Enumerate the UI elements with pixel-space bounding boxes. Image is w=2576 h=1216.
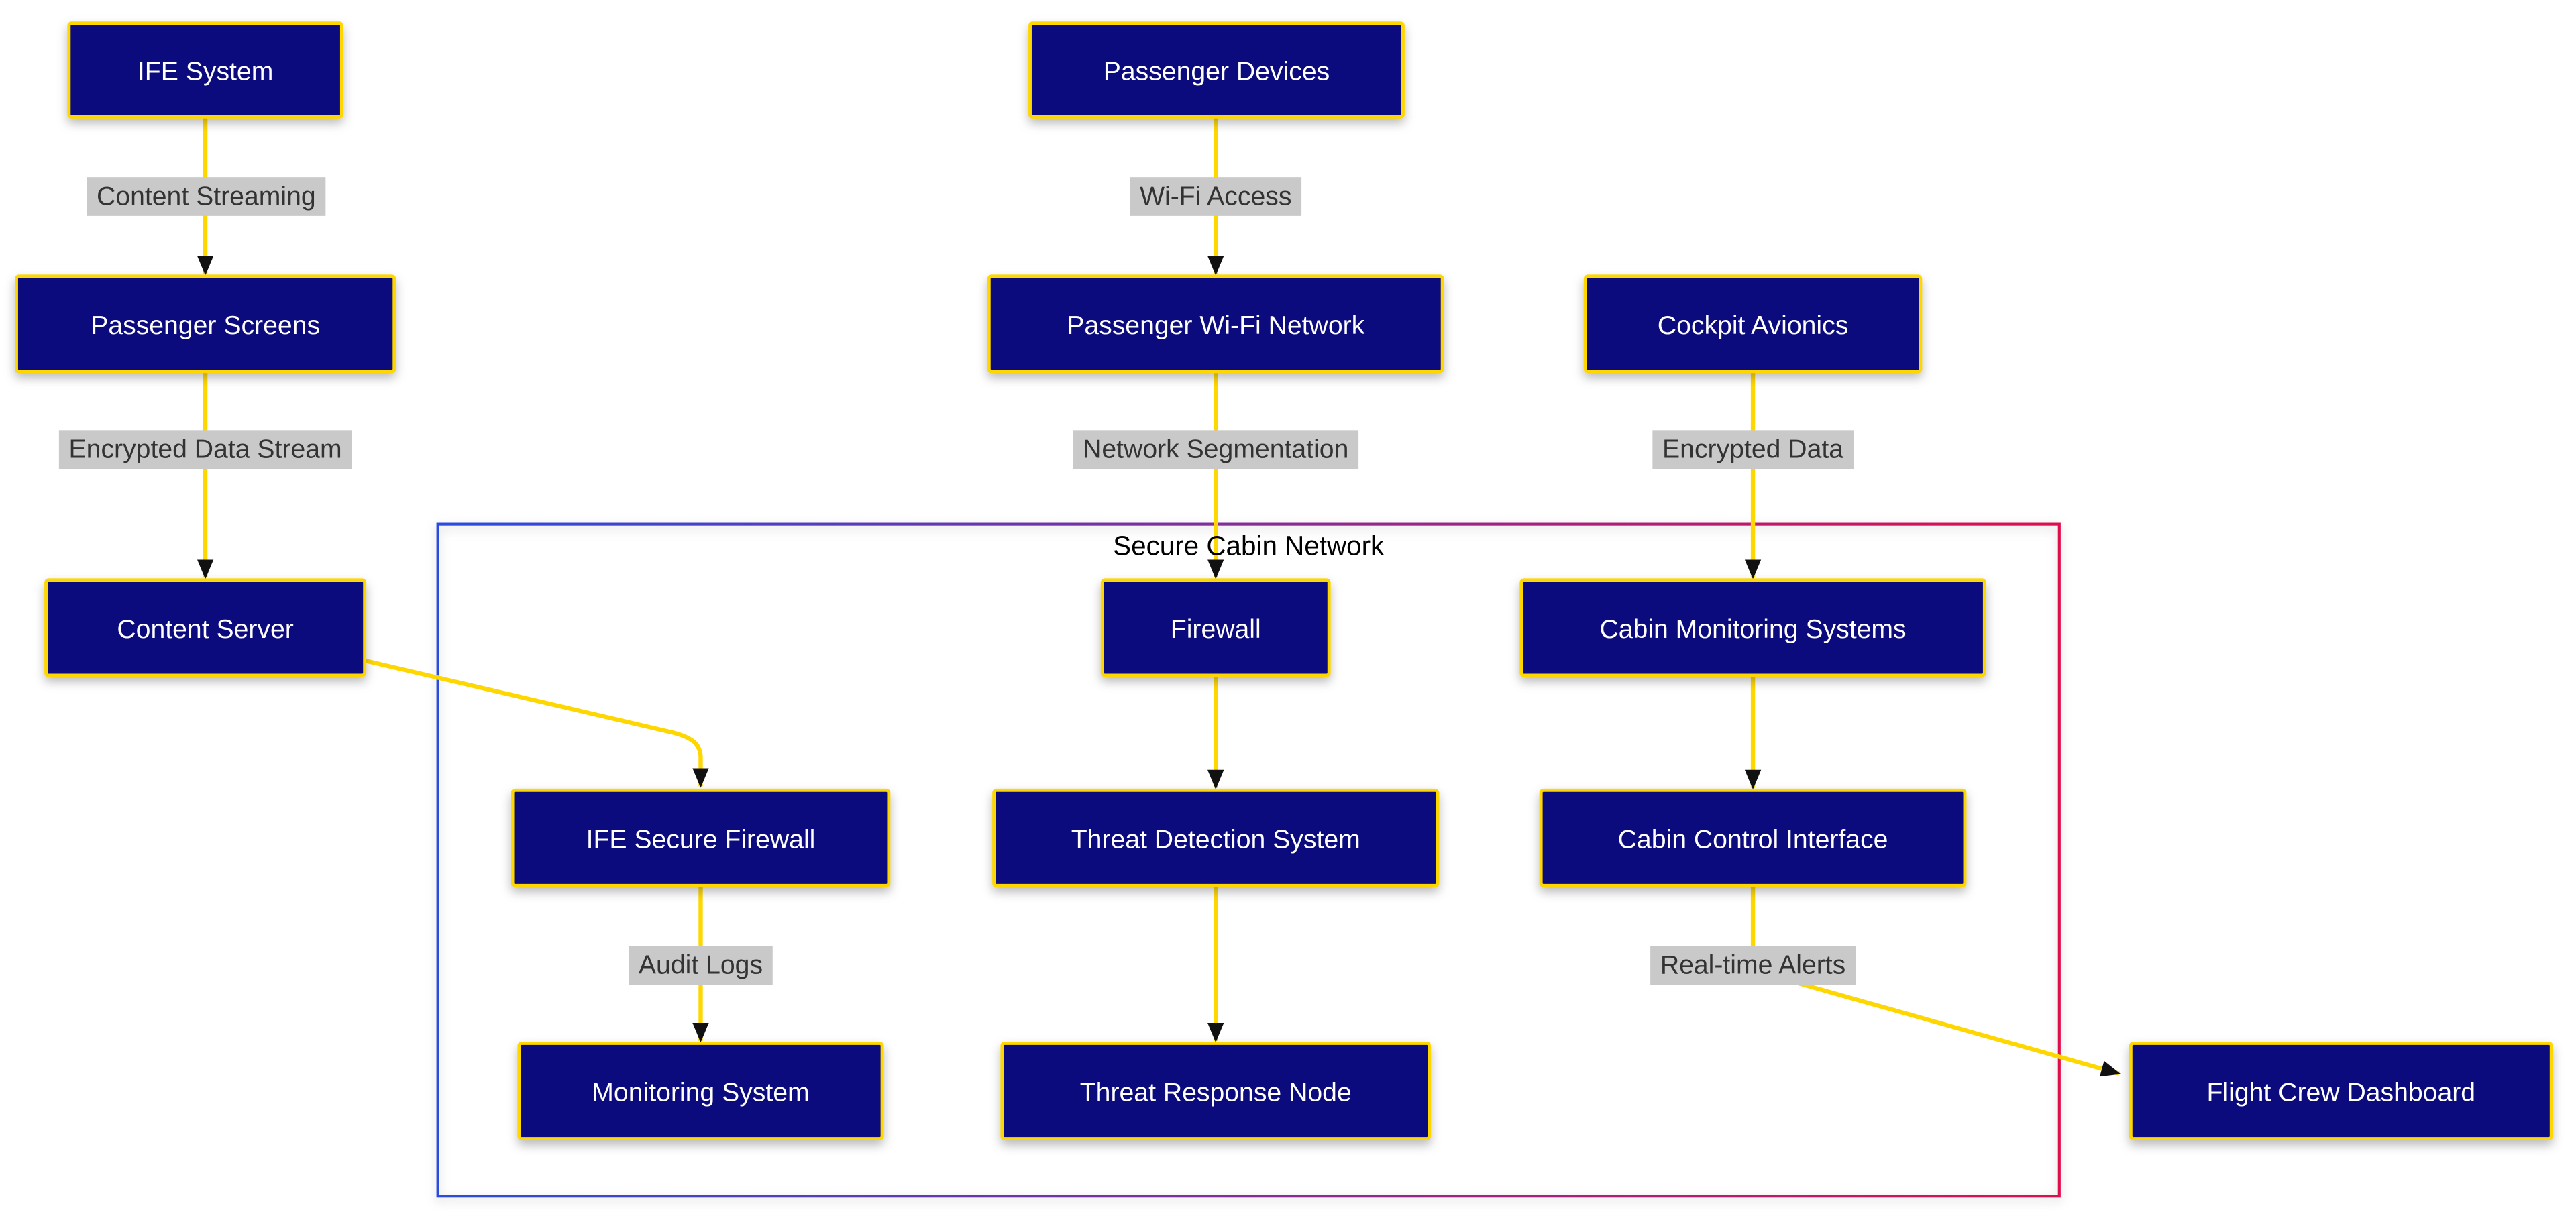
node-rect — [517, 1042, 884, 1140]
edge-label-bg — [1130, 177, 1302, 216]
node-passenger-screens: Passenger Screens — [15, 274, 396, 374]
node-flight-crew-dashboard: Flight Crew Dashboard — [2129, 1042, 2553, 1140]
node-rect — [2129, 1042, 2553, 1140]
node-rect — [67, 21, 343, 119]
node-threat-detection-system: Threat Detection System — [992, 788, 1440, 887]
node-passenger-devices: Passenger Devices — [1028, 21, 1405, 119]
node-label: Threat Response Node — [1080, 1078, 1352, 1107]
node-content-server: Content Server — [44, 578, 367, 677]
edge-label-text: Content Streaming — [97, 182, 316, 211]
node-label: Passenger Wi-Fi Network — [1067, 311, 1364, 340]
node-rect — [1539, 788, 1967, 887]
node-label: Passenger Devices — [1104, 57, 1330, 86]
edge-label-passenger-devices-to-passenger-wifi-network: Wi-Fi Access — [1130, 177, 1302, 216]
node-rect — [511, 788, 891, 887]
node-rect — [1000, 1042, 1432, 1140]
node-label: IFE Secure Firewall — [586, 825, 816, 854]
node-label: Firewall — [1171, 615, 1261, 644]
node-label: Monitoring System — [592, 1078, 809, 1107]
edge-label-ife-secure-firewall-to-monitoring-system: Audit Logs — [629, 946, 773, 985]
edge-label-bg — [58, 430, 352, 469]
node-rect — [1028, 21, 1405, 119]
edge-label-text: Network Segmentation — [1083, 435, 1348, 464]
node-label: Cockpit Avionics — [1658, 311, 1849, 340]
node-label: Content Server — [117, 615, 293, 644]
secure-cabin-network-cluster — [436, 522, 2061, 1198]
node-rect — [15, 274, 396, 374]
edge-label-passenger-wifi-network-to-firewall: Network Segmentation — [1073, 430, 1359, 469]
node-rect — [44, 578, 367, 677]
node-ife-system: IFE System — [67, 21, 343, 119]
edge-label-bg — [1650, 946, 1856, 985]
edge-label-ife-system-to-passenger-screens: Content Streaming — [87, 177, 326, 216]
edge-label-text: Real-time Alerts — [1660, 951, 1845, 980]
node-cabin-control-interface: Cabin Control Interface — [1539, 788, 1967, 887]
node-ife-secure-firewall: IFE Secure Firewall — [511, 788, 891, 887]
edge-label-cockpit-avionics-to-cabin-monitoring-systems: Encrypted Data — [1652, 430, 1854, 469]
edge-label-bg — [87, 177, 326, 216]
node-firewall: Firewall — [1100, 578, 1331, 677]
node-rect — [992, 788, 1440, 887]
node-passenger-wifi-network: Passenger Wi-Fi Network — [987, 274, 1444, 374]
node-label: Flight Crew Dashboard — [2206, 1078, 2475, 1107]
edge-label-bg — [1073, 430, 1359, 469]
edge-label-bg — [629, 946, 773, 985]
edge-label-passenger-screens-to-content-server: Encrypted Data Stream — [58, 430, 352, 469]
edge-label-cabin-control-interface-to-flight-crew-dashboard: Real-time Alerts — [1650, 946, 1856, 985]
node-label: Cabin Control Interface — [1618, 825, 1888, 854]
node-cockpit-avionics: Cockpit Avionics — [1583, 274, 1923, 374]
cluster-title: Secure Cabin Network — [1113, 530, 1385, 561]
edge-label-text: Wi-Fi Access — [1140, 182, 1291, 211]
node-rect — [1583, 274, 1923, 374]
node-rect — [987, 274, 1444, 374]
node-threat-response-node: Threat Response Node — [1000, 1042, 1432, 1140]
node-rect — [1519, 578, 1986, 677]
node-label: Passenger Screens — [91, 311, 320, 340]
node-label: Threat Detection System — [1071, 825, 1360, 854]
node-cabin-monitoring-systems: Cabin Monitoring Systems — [1519, 578, 1986, 677]
edge-content-server-to-ife-secure-firewall — [364, 658, 709, 788]
edge-label-text: Encrypted Data — [1662, 435, 1843, 464]
edge-label-text: Audit Logs — [639, 951, 763, 980]
edge-label-text: Encrypted Data Stream — [69, 435, 342, 464]
node-label: IFE System — [138, 57, 273, 86]
node-label: Cabin Monitoring Systems — [1599, 615, 1906, 644]
edge-label-bg — [1652, 430, 1854, 469]
node-rect — [1100, 578, 1331, 677]
node-monitoring-system: Monitoring System — [517, 1042, 884, 1140]
